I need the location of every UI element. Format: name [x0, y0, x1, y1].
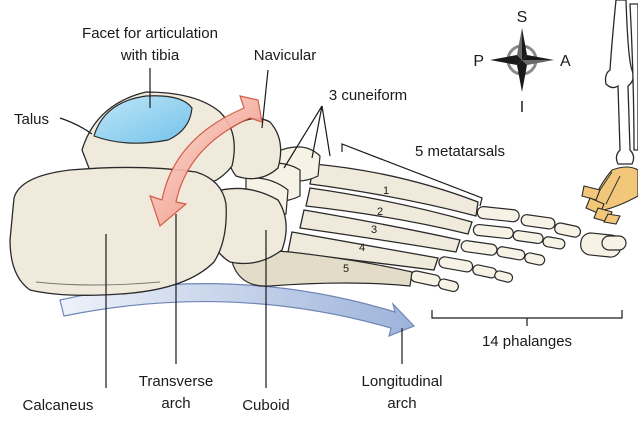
- calcaneus-bone: [10, 167, 226, 295]
- talus-label: Talus: [14, 111, 49, 128]
- metatarsal-number-5: 5: [343, 263, 349, 275]
- cuboid-label: Cuboid: [242, 397, 290, 414]
- calcaneus-label: Calcaneus: [23, 397, 94, 414]
- compass-inferior-label: I: [520, 99, 524, 116]
- facet-label-line1: Facet for articulation: [82, 25, 218, 42]
- metatarsal-number-3: 3: [371, 224, 377, 236]
- metatarsals-label: 5 metatarsals: [415, 143, 505, 160]
- longitudinal-arch-label-line1: Longitudinal: [362, 373, 443, 390]
- leg-skeleton-inset: [582, 0, 638, 224]
- compass-posterior-label: P: [473, 53, 484, 70]
- compass-rose-icon: [490, 28, 554, 92]
- compass-anterior-label: A: [560, 53, 571, 70]
- phalanges-label: 14 phalanges: [482, 333, 572, 350]
- longitudinal-arch-label-line2: arch: [387, 395, 416, 412]
- facet-label-line2: with tibia: [120, 47, 180, 64]
- transverse-arch-label-line1: Transverse: [139, 373, 213, 390]
- metatarsal-number-4: 4: [359, 242, 365, 254]
- transverse-arch-label-line2: arch: [161, 395, 190, 412]
- compass-superior-label: S: [517, 9, 528, 26]
- navicular-label: Navicular: [254, 47, 317, 64]
- metatarsal-number-2: 2: [377, 206, 383, 218]
- cuneiform-label: 3 cuneiform: [329, 87, 407, 104]
- metatarsal-number-1: 1: [383, 185, 389, 197]
